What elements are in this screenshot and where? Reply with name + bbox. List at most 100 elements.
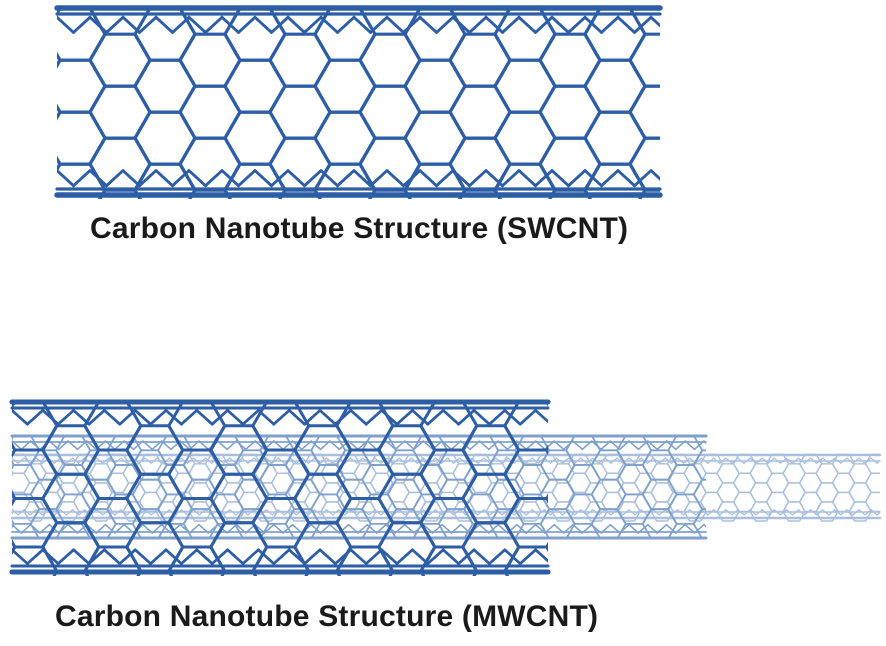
edge-bond [41, 548, 60, 565]
swcnt-caption: Carbon Nanotube Structure (SWCNT) [90, 212, 629, 245]
edge-bond [633, 15, 653, 34]
edge-bond [26, 409, 45, 426]
edge-bond [237, 15, 257, 34]
edge-bond [488, 548, 507, 565]
edge-bond [550, 169, 570, 188]
edge-bond [303, 15, 323, 34]
edge-bond [270, 15, 290, 34]
edge-bond [385, 169, 405, 188]
edge-bond [501, 15, 521, 34]
edge-bond [457, 548, 476, 565]
edge-bond [241, 548, 260, 565]
edge-bond [12, 409, 29, 426]
hexagon-cell [589, 547, 645, 596]
edge-bond [411, 548, 430, 565]
hexagon-cell [882, 464, 886, 483]
edge-bond [287, 409, 306, 426]
edge-bond [334, 548, 353, 565]
edge-bond [364, 409, 383, 426]
edge-bond [380, 548, 399, 565]
edge-bond [253, 169, 273, 188]
mwcnt-tube [0, 399, 886, 596]
edge-bond [551, 550, 566, 564]
edge-bond [503, 548, 522, 565]
edge-bond [154, 15, 174, 34]
edge-bond [187, 169, 207, 188]
edge-bond [336, 15, 356, 34]
edge-bond [517, 15, 537, 34]
edge-bond [72, 15, 92, 34]
hexagon-cell [628, 84, 660, 140]
edge-bond [210, 409, 229, 426]
edge-bond [195, 409, 214, 426]
edge-bond [402, 169, 422, 188]
edge-bond [534, 548, 548, 563]
edge-bond [171, 15, 191, 34]
edge-bond [732, 441, 741, 449]
edge-bond [369, 169, 389, 188]
edge-bond [118, 548, 137, 565]
edge-bond [723, 441, 732, 449]
edge-bond [103, 409, 122, 426]
edge-bond [484, 169, 504, 188]
edge-bond [57, 15, 75, 34]
edge-bond [703, 523, 706, 528]
edge-bond [88, 15, 108, 34]
edge-bond [582, 410, 597, 424]
hexagon-cell [675, 112, 735, 164]
hexagon-cell [864, 453, 880, 474]
edge-bond [484, 15, 504, 34]
edge-bond [435, 15, 455, 34]
edge-bond [701, 171, 718, 186]
edge-bond [600, 15, 620, 34]
edge-bond [12, 548, 29, 565]
edge-bond [118, 409, 137, 426]
edge-bond [352, 15, 372, 34]
edge-bond [380, 409, 399, 426]
hexagon-cell [719, 494, 753, 524]
edge-bond [180, 548, 199, 565]
edge-bond [472, 409, 491, 426]
edge-bond [876, 511, 880, 516]
edge-bond [501, 169, 521, 188]
edge-bond [303, 409, 322, 426]
edge-bond [138, 169, 158, 188]
edge-bond [286, 169, 306, 188]
edge-bond [303, 548, 322, 565]
hexagon-cell [882, 483, 886, 502]
edge-bond [876, 459, 880, 464]
edge-bond [57, 15, 59, 20]
edge-bond [395, 409, 414, 426]
edge-bond [451, 15, 471, 34]
hexagon-cell [692, 508, 706, 540]
edge-bond [668, 171, 685, 186]
edge-bond [287, 548, 306, 565]
edge-bond [451, 169, 471, 188]
edge-bond [395, 548, 414, 565]
edge-bond [24, 17, 41, 32]
edge-bond [318, 409, 337, 426]
edge-bond [517, 169, 537, 188]
edge-bond [57, 169, 75, 188]
edge-bond [319, 169, 339, 188]
edge-bond [713, 525, 722, 533]
edge-bond [87, 548, 106, 565]
edge-bond [204, 169, 224, 188]
hexagon-cell [57, 155, 62, 173]
edge-bond [180, 409, 199, 426]
hexagon-cell [12, 539, 17, 555]
hexagon-cell [12, 470, 14, 477]
edge-bond [0, 510, 6, 515]
edge-bond [154, 169, 174, 188]
hexagon-cell [503, 545, 548, 576]
edge-bond [633, 169, 653, 188]
edge-bond [441, 548, 460, 565]
edge-bond [472, 548, 491, 565]
hexagon-cell [12, 490, 17, 507]
edge-bond [566, 410, 581, 424]
hexagon-cell [12, 489, 15, 500]
edge-bond [441, 409, 460, 426]
edge-bond [56, 548, 75, 565]
edge-bond [121, 169, 141, 188]
